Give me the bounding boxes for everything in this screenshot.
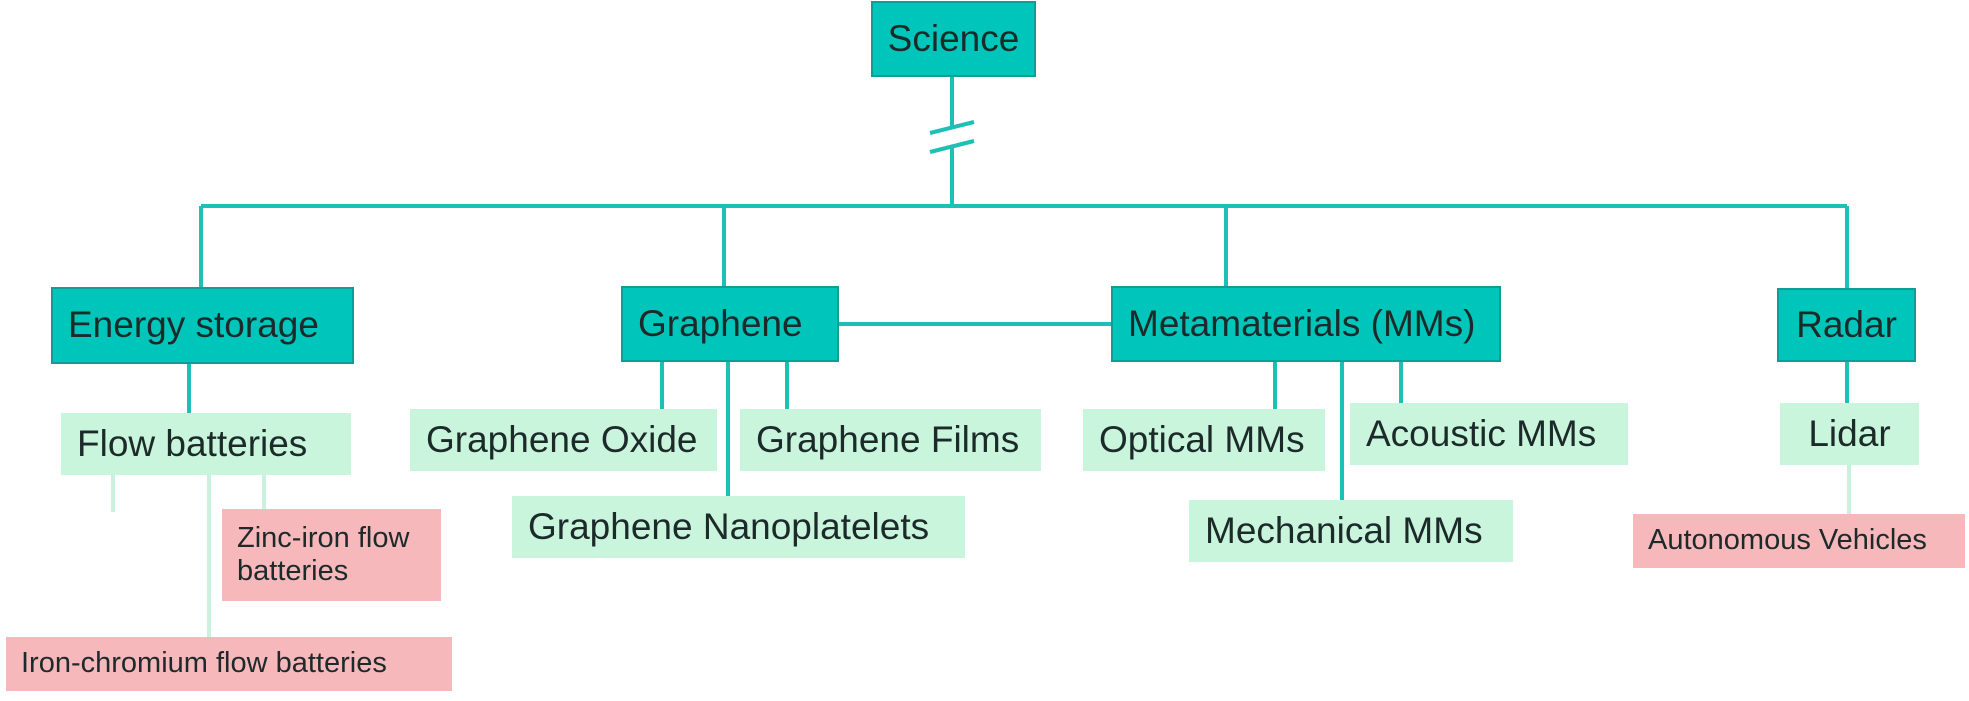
subtopic-graphene-films[interactable]: Graphene Films: [740, 409, 1041, 471]
subtopic-acoustic-mms[interactable]: Acoustic MMs: [1350, 403, 1628, 465]
category-label: Graphene: [638, 302, 803, 344]
category-energy-storage[interactable]: Energy storage: [51, 287, 354, 364]
leaf-autonomous-vehicles[interactable]: Autonomous Vehicles: [1633, 514, 1965, 568]
subtopic-label: Lidar: [1808, 412, 1891, 454]
subtopic-label: Mechanical MMs: [1205, 509, 1483, 551]
subtopic-optical-mms[interactable]: Optical MMs: [1083, 409, 1325, 471]
leaf-label: Zinc-iron flow batteries: [237, 521, 410, 587]
subtopic-graphene-nanoplatelets[interactable]: Graphene Nanoplatelets: [512, 496, 965, 558]
category-label: Radar: [1796, 303, 1897, 345]
subtopic-mechanical-mms[interactable]: Mechanical MMs: [1189, 500, 1513, 562]
category-label: Metamaterials (MMs): [1128, 302, 1476, 344]
break-mark-upper: [929, 120, 975, 135]
leaf-iron-chromium-flow-batteries[interactable]: Iron-chromium flow batteries: [6, 637, 452, 691]
subtopic-label: Optical MMs: [1099, 418, 1305, 460]
root-label: Science: [887, 17, 1020, 59]
category-label: Energy storage: [68, 304, 319, 346]
category-graphene[interactable]: Graphene: [621, 286, 839, 362]
leaf-label: Autonomous Vehicles: [1648, 524, 1927, 557]
subtopic-label: Graphene Nanoplatelets: [528, 505, 930, 547]
subtopic-label: Graphene Oxide: [426, 418, 698, 460]
subtopic-label: Flow batteries: [77, 422, 308, 464]
subtopic-lidar[interactable]: Lidar: [1780, 403, 1919, 465]
category-radar[interactable]: Radar: [1777, 288, 1916, 362]
leaf-zinc-iron-flow-batteries[interactable]: Zinc-iron flow batteries: [222, 509, 441, 601]
subtopic-flow-batteries[interactable]: Flow batteries: [61, 413, 351, 475]
category-metamaterials[interactable]: Metamaterials (MMs): [1111, 286, 1501, 362]
break-mark-lower: [929, 139, 975, 154]
subtopic-label: Graphene Films: [756, 418, 1020, 460]
leaf-label: Iron-chromium flow batteries: [21, 647, 387, 680]
subtopic-label: Acoustic MMs: [1366, 412, 1597, 454]
root-node-science[interactable]: Science: [871, 1, 1036, 77]
subtopic-graphene-oxide[interactable]: Graphene Oxide: [410, 409, 717, 471]
